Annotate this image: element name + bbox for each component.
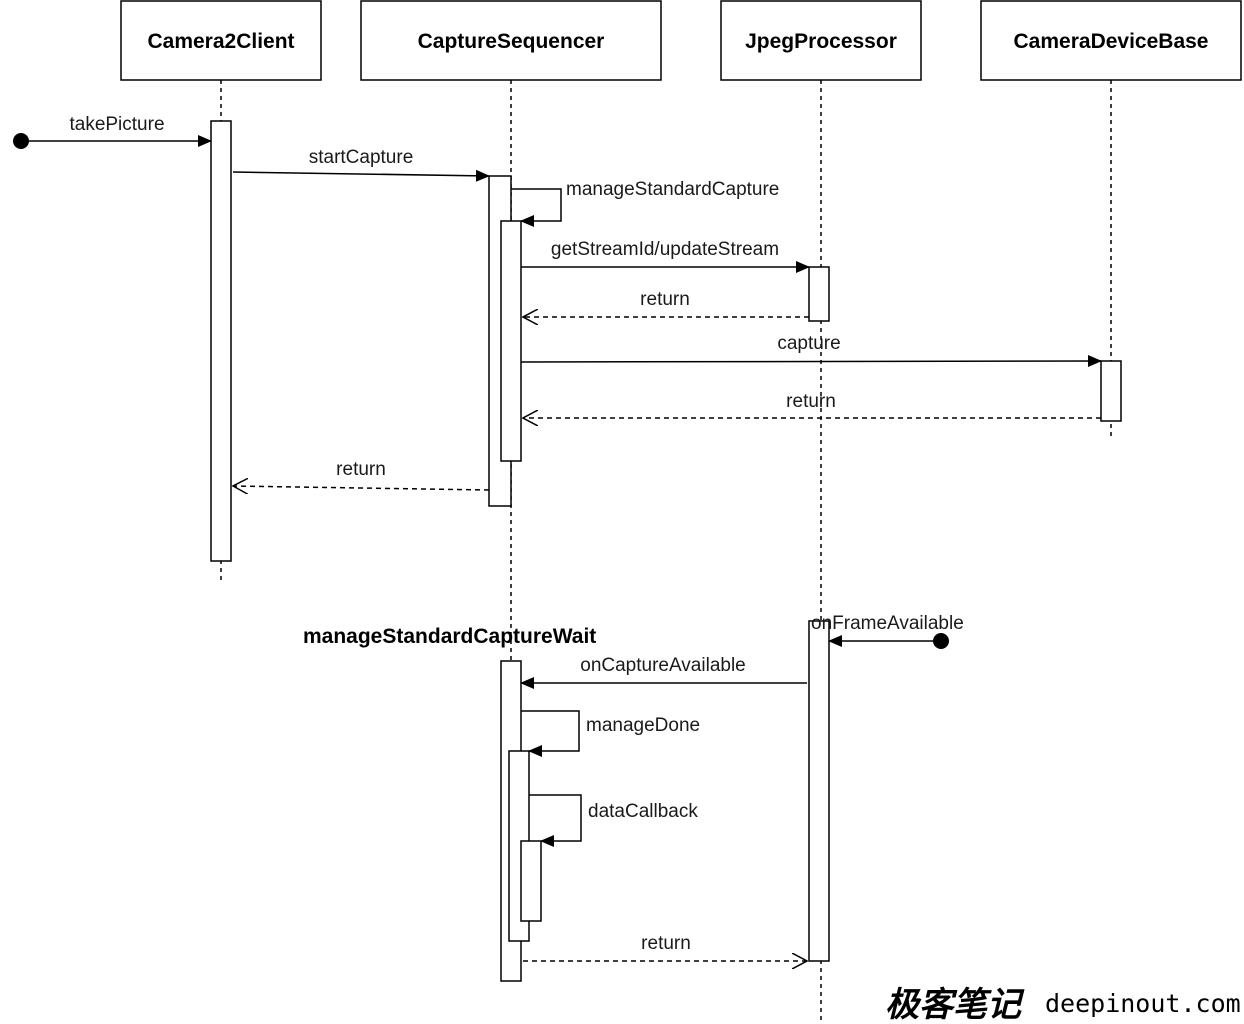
arrow-data-callback bbox=[529, 794, 582, 847]
label-on-capture-available: onCaptureAvailable bbox=[580, 655, 746, 676]
participant-box-cameradevicebase bbox=[980, 0, 1242, 81]
participant-label-cameradevicebase: CameraDeviceBase bbox=[1014, 30, 1209, 53]
participant-box-capturesequencer bbox=[360, 0, 662, 81]
label-start-capture: startCapture bbox=[309, 147, 414, 168]
activation-wait-inner bbox=[520, 840, 542, 922]
watermark-cn: 极客笔记 bbox=[885, 985, 1025, 1024]
arrow-manage-done bbox=[521, 710, 580, 757]
label-manage-standard-capture: manageStandardCapture bbox=[566, 179, 779, 200]
activation-jpegprocessor-long bbox=[808, 620, 830, 962]
label-return-client: return bbox=[336, 459, 386, 480]
label-return-device: return bbox=[786, 391, 836, 412]
watermark-en: deepinout.com bbox=[1045, 989, 1241, 1018]
section-label-manage-standard-capture-wait: manageStandardCaptureWait bbox=[303, 625, 596, 648]
participant-box-camera2client bbox=[120, 0, 322, 81]
label-return-wait: return bbox=[641, 933, 691, 954]
label-on-frame-available: onFrameAvailable bbox=[811, 613, 964, 634]
participant-label-camera2client: Camera2Client bbox=[147, 30, 294, 53]
label-manage-done: manageDone bbox=[586, 715, 700, 736]
label-return-jpeg: return bbox=[640, 289, 690, 310]
participant-label-jpegprocessor: JpegProcessor bbox=[745, 30, 897, 53]
label-get-stream-update: getStreamId/updateStream bbox=[551, 239, 779, 260]
label-capture: capture bbox=[777, 333, 840, 354]
label-data-callback: dataCallback bbox=[588, 801, 698, 822]
participant-label-capturesequencer: CaptureSequencer bbox=[418, 30, 605, 53]
activation-camera2client bbox=[210, 120, 232, 562]
arrow-manage-standard-capture bbox=[511, 188, 562, 227]
activation-cameradevicebase bbox=[1100, 360, 1122, 422]
label-take-picture: takePicture bbox=[69, 114, 164, 135]
participant-box-jpegprocessor bbox=[720, 0, 922, 81]
arrow-return-client bbox=[233, 486, 490, 490]
arrow-capture bbox=[520, 355, 1102, 368]
activation-jpegprocessor-short bbox=[808, 266, 830, 322]
arrow-start-capture bbox=[232, 169, 490, 182]
activation-capturesequencer-inner bbox=[500, 220, 522, 462]
